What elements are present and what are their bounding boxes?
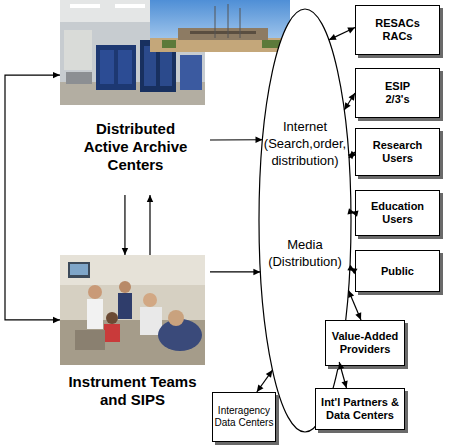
instrument-team-photo (60, 255, 205, 365)
connector-arrow (338, 362, 348, 388)
arrow-head (349, 93, 355, 101)
node-label: Value-Added Providers (329, 330, 401, 356)
connector-arrow (210, 269, 260, 275)
arrow-head (344, 102, 350, 110)
connector-arrow (122, 195, 128, 255)
node-label: ESIP 2/3's (378, 80, 418, 106)
arrow-head (348, 152, 355, 159)
connector-line (210, 139, 262, 140)
provider-box: Value-Added Providers (325, 320, 405, 366)
arrow-head (351, 211, 359, 217)
node-label: Int'l Partners & Data Centers (321, 396, 399, 422)
connector-arrow (210, 137, 262, 143)
arrow-head (147, 195, 153, 202)
node-label: RESACs RACs (370, 17, 425, 43)
agency-box: Interagency Data Centers (212, 392, 276, 442)
connector-arrow (257, 370, 273, 392)
node-label: Media (Distribution) (258, 236, 352, 270)
connector-line (149, 195, 150, 255)
connector-line (210, 271, 260, 272)
arrow-head (348, 290, 354, 298)
connector-line (348, 290, 361, 320)
arrow-head (355, 312, 361, 320)
arrow-head (266, 370, 273, 378)
user-box: Education Users (355, 190, 440, 236)
connector-line (329, 28, 355, 40)
arrow-head (338, 362, 344, 370)
user-box: RESACs RACs (355, 5, 440, 55)
connector-line (5, 75, 60, 320)
connector-line (257, 370, 273, 392)
arrow-head (342, 380, 348, 388)
connector-arrow (329, 28, 355, 40)
partner-box: Int'l Partners & Data Centers (315, 388, 405, 430)
instrument-team-group: Instrument Teams and SIPS (60, 255, 210, 415)
arrow-head (255, 137, 262, 143)
connector-line (349, 152, 355, 158)
arrow-head (347, 265, 355, 271)
node-label: Internet (Search,order, distribution) (258, 118, 352, 169)
connector-line (124, 195, 125, 255)
connector-line (339, 362, 346, 388)
node-label: Distributed Active Archive Centers (78, 120, 193, 174)
node-label: Research Users (368, 139, 428, 165)
node-label: Instrument Teams and SIPS (60, 373, 205, 409)
connector-arrow (5, 72, 60, 323)
connector-arrow (348, 151, 356, 159)
arrow-head (253, 269, 260, 275)
arrow-head (53, 72, 60, 78)
connector-arrow (347, 208, 358, 217)
archive-center-group: Distributed Active Archive Centers (60, 0, 210, 195)
arrow-head (350, 268, 358, 274)
connector-arrow (147, 195, 153, 255)
arrow-head (347, 28, 355, 34)
ellipse-outline (258, 8, 352, 433)
arrow-head (257, 384, 264, 392)
arrow-head (347, 208, 355, 214)
connector-arrow (348, 290, 361, 320)
connector-arrow (347, 265, 357, 275)
node-label: Interagency Data Centers (214, 405, 274, 429)
connector-line (350, 268, 355, 271)
arrow-head (53, 317, 60, 323)
connector-arrow (344, 93, 355, 110)
user-box: Public (355, 250, 440, 292)
connector-line (344, 93, 355, 110)
distribution-ellipse: Internet (Search,order, distribution) Med… (258, 8, 352, 433)
building-photo (150, 0, 290, 52)
user-box: Research Users (355, 128, 440, 176)
arrow-head (329, 34, 337, 40)
user-box: ESIP 2/3's (355, 68, 440, 118)
arrow-head (349, 151, 356, 158)
node-label: Education Users (367, 200, 429, 226)
node-label: Public (381, 265, 414, 278)
arrow-head (122, 248, 128, 255)
connector-line (351, 212, 355, 213)
